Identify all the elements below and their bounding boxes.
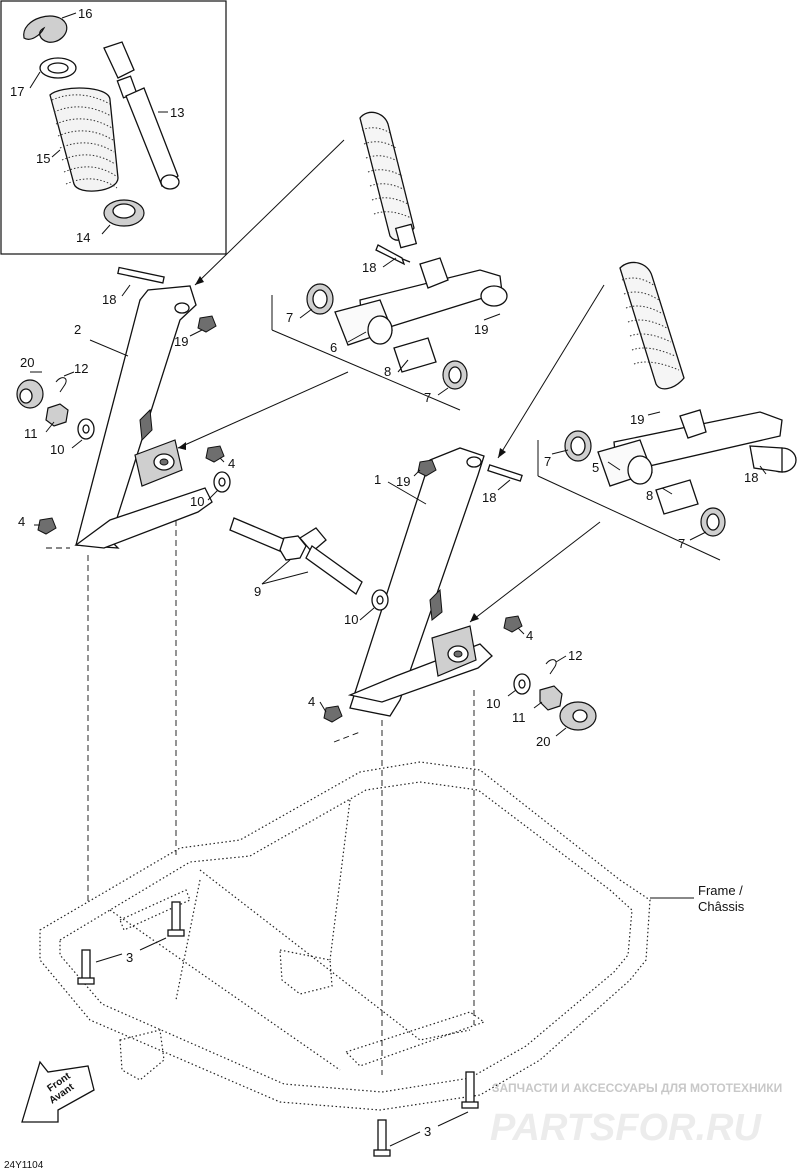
right-hardware: 19 18 4 4 10 11 12 20 — [308, 459, 597, 749]
callout-19-top-center: 19 — [474, 322, 488, 337]
callout-11-right: 11 — [512, 710, 526, 725]
callout-4-right-bracket: 4 — [526, 628, 533, 643]
callout-13: 13 — [170, 105, 184, 120]
callout-7-right-right: 7 — [678, 536, 685, 551]
top-center-swing-arm: 7 6 8 7 18 19 — [271, 111, 508, 411]
callout-7-right-left: 7 — [544, 454, 551, 469]
left-hardware: 20 12 11 10 4 4 18 19 — [16, 266, 235, 535]
callout-4-left-bracket: 4 — [228, 456, 235, 471]
frame-label-line1: Frame / — [698, 883, 743, 898]
callout-18-top-center: 18 — [362, 260, 376, 275]
callout-3-right: 3 — [424, 1124, 431, 1139]
callout-15: 15 — [36, 151, 50, 166]
callout-19-left: 19 — [174, 334, 188, 349]
callout-17: 17 — [10, 84, 24, 99]
callout-16: 16 — [78, 6, 92, 21]
callout-9: 9 — [254, 584, 261, 599]
callout-12-left: 12 — [74, 361, 88, 376]
watermark-brand: PARTSFOR.RU — [490, 1107, 762, 1149]
callout-20-left: 20 — [20, 355, 34, 370]
callout-4-left: 4 — [18, 514, 25, 529]
callout-8-top: 8 — [384, 364, 391, 379]
callout-3-left: 3 — [126, 950, 133, 965]
callout-5: 5 — [592, 460, 599, 475]
alignment-lines — [46, 520, 475, 1075]
frame-label-line2: Châssis — [698, 899, 745, 914]
callout-8-right: 8 — [646, 488, 653, 503]
frame-bolts: 3 3 — [77, 901, 479, 1157]
callout-10-left: 10 — [50, 442, 64, 457]
callout-11-left: 11 — [24, 426, 38, 441]
middle-hardware: 9 10 10 — [190, 471, 389, 627]
callout-6: 6 — [330, 340, 337, 355]
inset-shock-detail: 16 17 15 14 13 — [0, 0, 227, 255]
drawing-code: 24Y1104 — [4, 1160, 44, 1171]
callout-12-right: 12 — [568, 648, 582, 663]
callout-1: 1 — [374, 472, 381, 487]
callout-10-middle-right: 10 — [344, 612, 358, 627]
left-support-bracket: 2 — [74, 285, 213, 549]
right-support-bracket: 1 — [347, 447, 493, 717]
watermark-caption: ЗАПЧАСТИ И АКСЕССУАРЫ ДЛЯ МОТОТЕХНИКИ — [492, 1081, 782, 1095]
callout-10-middle-left: 10 — [190, 494, 204, 509]
callout-7-top-left: 7 — [286, 310, 293, 325]
callout-7-top-right: 7 — [424, 390, 431, 405]
callout-18-right-arm: 18 — [744, 470, 758, 485]
callout-19-right-arm: 19 — [630, 412, 644, 427]
front-direction-arrow: Front Avant — [21, 1060, 95, 1123]
right-swing-arm: 7 5 8 7 19 18 — [537, 261, 797, 561]
callout-20-right: 20 — [536, 734, 550, 749]
callout-18-left: 18 — [102, 292, 116, 307]
callout-18-right-bracket: 18 — [482, 490, 496, 505]
callout-2: 2 — [74, 322, 81, 337]
assembly-leaders — [177, 139, 605, 623]
callout-10-right: 10 — [486, 696, 500, 711]
callout-14: 14 — [76, 230, 90, 245]
callout-4-right: 4 — [308, 694, 315, 709]
callout-19-right-bracket: 19 — [396, 474, 410, 489]
vehicle-frame — [39, 761, 694, 1111]
